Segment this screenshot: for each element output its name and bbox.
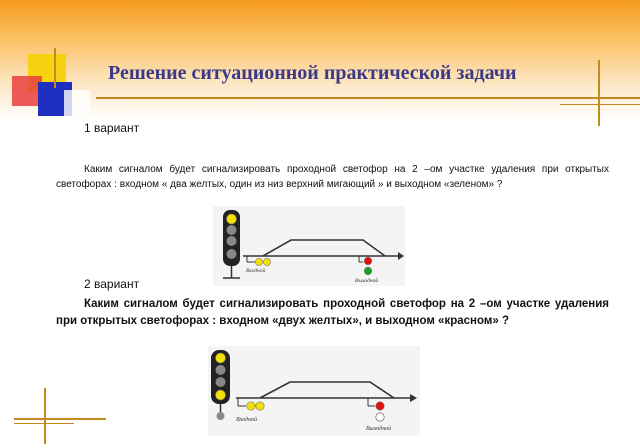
- header-band: [0, 0, 640, 120]
- title-divider: [96, 97, 640, 99]
- footer-divider-thin: [14, 423, 74, 424]
- siding-track-1: [262, 239, 386, 257]
- footer-divider: [14, 418, 106, 420]
- exit-signal-2-lamp-red: [375, 401, 385, 411]
- variant-2-label: 2 вариант: [84, 277, 140, 291]
- signal-lamp-1-4: [226, 249, 237, 259]
- entry-signal-1-lamp-b: [263, 258, 271, 266]
- signal-lamp-2-4: [215, 389, 226, 401]
- title-vertical-rule-2: [54, 48, 56, 88]
- variant-1-label: 1 вариант: [84, 121, 140, 135]
- exit-signal-2-label: Выходной: [366, 425, 391, 432]
- track-diagram-1: Входной Выходной: [213, 206, 405, 286]
- track-diagram-2: Входной Выходной: [208, 346, 420, 436]
- entry-signal-1-label: Входной: [246, 267, 266, 274]
- signal-lamp-2-top: [215, 352, 226, 364]
- siding-track-2: [259, 381, 395, 399]
- entry-signal-1-lamp-a: [255, 258, 263, 266]
- variant-1-question: Каким сигналом будет сигнализировать про…: [56, 164, 609, 190]
- exit-signal-2-lamp-off: [375, 412, 385, 422]
- footer-vertical-rule: [44, 388, 46, 444]
- slide-title: Решение ситуационной практической задачи: [108, 62, 517, 84]
- signal-lamp-2-base: [216, 412, 225, 420]
- signal-lamp-2-3: [215, 377, 226, 387]
- title-divider-thin: [560, 104, 640, 105]
- entry-signal-2-lamp-b: [255, 401, 265, 411]
- signal-lamp-2-2: [215, 365, 226, 375]
- title-vertical-rule: [598, 60, 600, 126]
- entry-signal-2-lamp-a: [246, 401, 256, 411]
- variant-2-question: Каким сигналом будет сигнализировать про…: [56, 298, 609, 327]
- entry-signal-2-label: Входной: [236, 416, 257, 423]
- exit-signal-1-lamp-red: [363, 256, 373, 266]
- signal-lamp-1-3: [226, 236, 237, 246]
- signal-lamp-1-top: [226, 213, 237, 225]
- signal-lamp-1-2: [226, 225, 237, 235]
- exit-signal-1-label: Выходной: [355, 277, 378, 284]
- exit-signal-1-lamp-green: [363, 266, 373, 276]
